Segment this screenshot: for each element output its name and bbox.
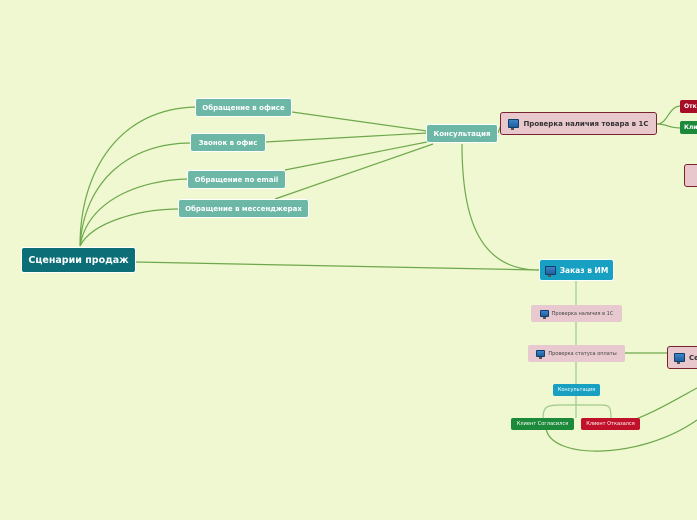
payment-status-label: Проверка статуса оплаты bbox=[548, 350, 617, 357]
edge-pink-label: Се bbox=[689, 353, 697, 362]
root-node[interactable]: Сценарии продаж bbox=[21, 247, 136, 273]
stock-check-node[interactable]: Проверка наличия товара в 1С bbox=[500, 112, 657, 135]
refused-edge-node[interactable]: Отк bbox=[680, 100, 697, 113]
channel-phone-call[interactable]: Звонок в офис bbox=[190, 133, 266, 152]
agreed-edge-node[interactable]: Кли bbox=[680, 121, 697, 134]
order-im-label: Заказ в ИМ bbox=[559, 265, 609, 275]
consultation-node[interactable]: Консультация bbox=[426, 124, 498, 143]
edge-pink-node[interactable] bbox=[684, 164, 697, 187]
computer-icon bbox=[539, 310, 549, 319]
client-refused-node[interactable]: Клиент Отказался bbox=[581, 418, 640, 430]
order-stock-check[interactable]: Проверка наличия в 1С bbox=[531, 305, 622, 322]
edge-pink-node-2[interactable]: Се bbox=[667, 346, 697, 369]
computer-icon bbox=[674, 353, 685, 364]
channel-office-visit[interactable]: Обращение в офисе bbox=[195, 98, 292, 117]
order-im-node[interactable]: Заказ в ИМ bbox=[539, 259, 614, 281]
computer-icon bbox=[536, 350, 546, 359]
computer-icon bbox=[544, 265, 556, 277]
payment-status-check[interactable]: Проверка статуса оплаты bbox=[528, 345, 625, 362]
order-consultation-node[interactable]: Консультация bbox=[553, 384, 600, 396]
client-agreed-node[interactable]: Клиент Согласился bbox=[511, 418, 574, 430]
channel-email[interactable]: Обращение по email bbox=[187, 170, 286, 189]
channel-messengers[interactable]: Обращение в мессенджерах bbox=[178, 199, 309, 218]
order-stock-check-label: Проверка наличия в 1С bbox=[551, 310, 614, 317]
stock-check-label: Проверка наличия товара в 1С bbox=[523, 119, 649, 128]
computer-icon bbox=[508, 119, 520, 130]
